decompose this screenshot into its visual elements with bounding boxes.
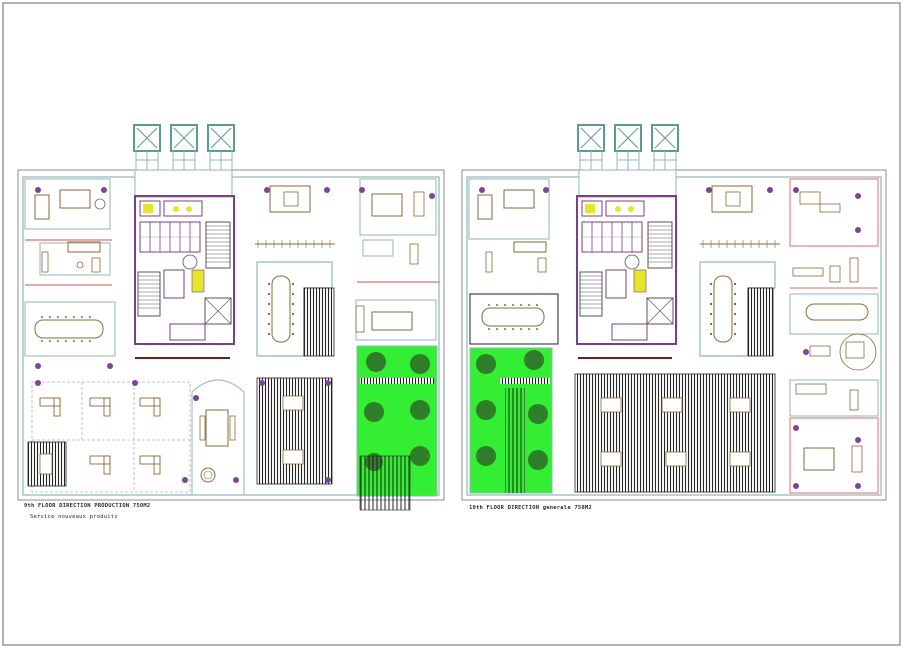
office-top-right xyxy=(359,178,437,265)
core xyxy=(576,195,677,359)
plan-9th-floor xyxy=(17,124,445,511)
conference-room xyxy=(256,261,335,357)
office-top-middle xyxy=(255,185,335,248)
hatch-work-area xyxy=(256,377,333,485)
office-top-left xyxy=(468,178,550,273)
tree-icon xyxy=(476,350,548,470)
plan-10th-floor-title: 10th FLOOR DIRECTION generale 750M2 xyxy=(469,505,592,511)
hatch-open-plan xyxy=(574,373,776,493)
office-top-left xyxy=(24,178,111,230)
plan-9th-floor-title: 9th FLOOR DIRECTION PRODUCTION 750M2 xyxy=(24,503,151,509)
lift-shafts xyxy=(577,124,679,170)
plan-9th-floor-subtitle: Service nouveaux produits xyxy=(30,514,118,520)
conference-room xyxy=(699,261,776,357)
lift-shafts xyxy=(133,124,235,170)
plan-10th-floor xyxy=(461,124,887,501)
desk-icon xyxy=(41,251,101,273)
meeting-room-left xyxy=(24,301,116,369)
office-top-middle xyxy=(700,185,780,248)
core xyxy=(134,195,235,359)
garden-left xyxy=(356,345,438,511)
garden-right xyxy=(469,347,553,494)
hatch-block-left xyxy=(27,441,67,487)
meeting-room-right xyxy=(469,293,559,345)
lounge-room xyxy=(191,379,245,495)
office-right-column xyxy=(789,178,879,494)
office-small xyxy=(355,299,437,341)
